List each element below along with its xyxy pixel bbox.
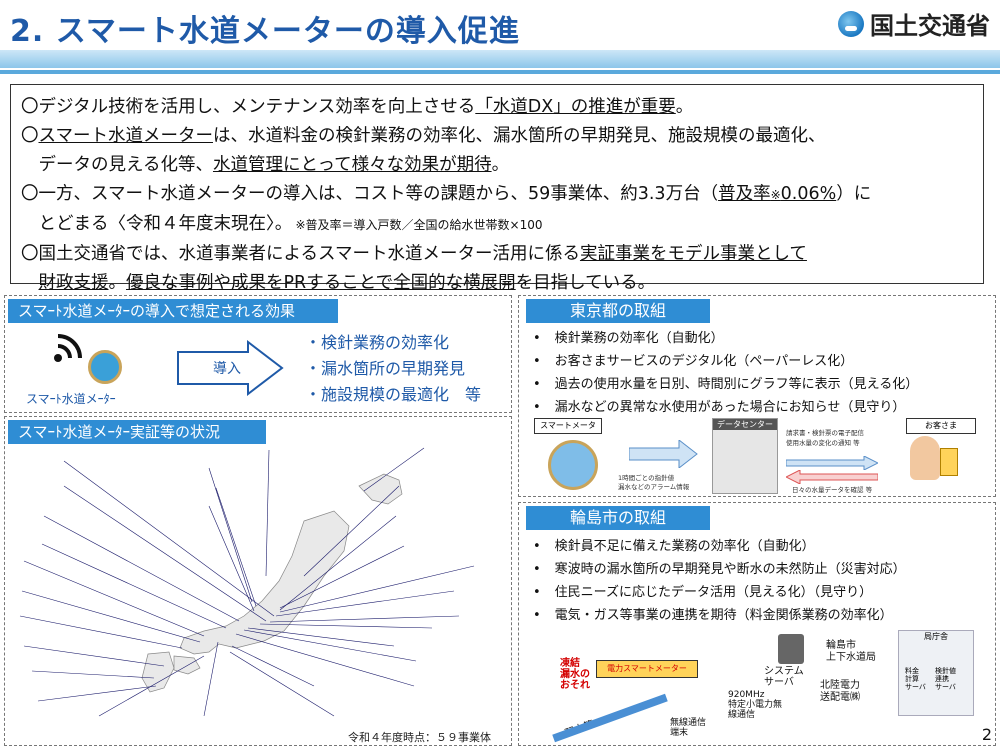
customer-box: お客さま [906,418,976,434]
wajima-list: 検針員不足に備えた業務の効率化（自動化） 寒波時の漏水箇所の早期発見や断水の未然… [533,535,906,627]
data-center-box: データセンター [712,418,778,494]
ministry-logo: 国土交通省 [838,6,990,41]
summary-line-6: 〇国土交通省では、水道事業者によるスマート水道メーター活用に係る実証事業をモデル… [21,244,807,264]
frequency-label: 920MHz 特定小電力無 線通信 [728,690,783,720]
page-title: 2. スマート水道メーターの導入促進 [10,14,520,49]
tokyo-item: 過去の使用水量を日別、時間別にグラフ等に表示（見える化） [533,373,919,396]
water-pipe [552,693,668,743]
summary-line-3: データの見える化等、水道管理にとって様々な効果が期待。 [21,155,510,175]
wireless-terminal-label: 無線通信 端末 [670,718,707,738]
map-footnote: 令和４年度時点：５９事業体 [348,731,491,744]
notification-text: 請求書・検針票の電子配信 使用水量の変化の通知 等 [786,429,864,447]
right-arrow-icon [786,456,878,470]
ministry-name: 国土交通省 [870,12,990,40]
wajima-header: 輪島市の取組 [526,506,710,530]
summary-line-7: 財政支援。優良な事例や成果をPRすることで全国的な横展開を目指している。 [38,273,656,293]
phone-icon [940,448,958,476]
power-company-label: 北陸電力 送配電㈱ [820,680,860,703]
left-arrow-icon [786,470,878,484]
server-icon [778,634,804,664]
tokyo-item: 検針業務の効率化（自動化） [533,327,918,350]
introduction-label: 導入 [213,361,241,377]
smart-meter-box: スマートメータ [534,418,602,434]
effects-list: ・検針業務の効率化 ・漏水箇所の早期発見 ・施設規模の最適化 等 [305,330,481,408]
leak-warning-text: 凍結 漏水の おそれ [560,658,590,691]
effect-item: ・漏水箇所の早期発見 [305,359,466,378]
effect-item: ・施設規模の最適化 等 [305,385,482,404]
page-number: 2 [981,725,992,744]
tokyo-panel [518,295,996,497]
summary-line-2: 〇スマート水道メーターは、水道料金の検針業務の効率化、漏水箇所の早期発見、施設規… [21,126,826,146]
wajima-item: 電気・ガス等事業の連携を期待（料金関係業務の効率化） [533,604,906,627]
summary-box: 〇デジタル技術を活用し、メンテナンス効率を向上させる「水道DX」の推進が重要。 … [10,84,984,293]
smart-meter-label: スマｰﾄ水道メｰﾀｰ [26,392,116,406]
japan-map [19,447,475,717]
summary-line-5: とどまる〈令和４年度末現在〉。 ※普及率＝導入戸数／全国の給水世帯数×100 [21,214,543,234]
data-arrow-icon [629,440,698,468]
wireless-icon [54,334,82,362]
tokyo-item: お客さまサービスのデジタル化（ペーパーレス化） [533,350,918,373]
ministry-emblem-icon [838,10,864,37]
wajima-item: 住民ニーズに応じたデータ活用（見える化）（見守り） [533,581,906,604]
summary-line-4: 〇一方、スマート水道メーターの導入は、コスト等の課題から、59事業体、約3.3万… [21,184,872,204]
wajima-diagram: 凍結 漏水の おそれ 電力スマートメーター 配水管 無線通信 端末 920MHz… [520,630,994,744]
header-band-line [0,70,1000,74]
system-server-label: システム サーバ [764,666,804,688]
wajima-panel [518,502,996,746]
billing-server-label: 料金 計算 サーバ [905,667,926,691]
tokyo-list: 検針業務の効率化（自動化） お客さまサービスのデジタル化（ペーパーレス化） 過去… [533,327,919,419]
tokyo-item: 漏水などの異常な水使用があった場合にお知らせ（見守り） [533,396,918,419]
office-building: 局庁舎 料金 計算 サーバ 検針値 連携 サーバ [898,630,974,716]
wajima-item: 寒波時の漏水箇所の早期発見や断水の未然防止（災害対応） [533,558,906,581]
smart-meter-panel: 電力スマートメーター [596,660,698,678]
map-header: スマｰﾄ水道メｰﾀｰ実証等の状況 [8,420,266,444]
effects-panel [4,295,512,413]
meter-data-text: 1時間ごとの指針値 漏水などのアラーム情報 [618,474,690,491]
introduction-arrow-icon [177,340,284,396]
customer-image [910,436,940,480]
link-server-label: 検針値 連携 サーバ [935,667,956,691]
effects-header: スマｰﾄ水道メｰﾀｰの導入で想定される効果 [8,299,338,323]
water-bureau-label: 輪島市 上下水道局 [826,640,876,663]
wajima-item: 検針員不足に備えた業務の効率化（自動化） [533,535,906,558]
meter-image [548,440,598,490]
water-meter-icon [88,350,122,384]
effect-item: ・検針業務の効率化 [305,333,450,352]
tokyo-header: 東京都の取組 [526,299,710,323]
daily-data-text: 日々の水量データを確認 等 [792,486,873,494]
map-panel [4,416,512,746]
header-band [0,50,1000,68]
tokyo-diagram: スマートメータ 1時間ごとの指針値 漏水などのアラーム情報 データセンター 請求… [534,418,986,494]
summary-line-1: 〇デジタル技術を活用し、メンテナンス効率を向上させる「水道DX」の推進が重要。 [21,97,694,117]
